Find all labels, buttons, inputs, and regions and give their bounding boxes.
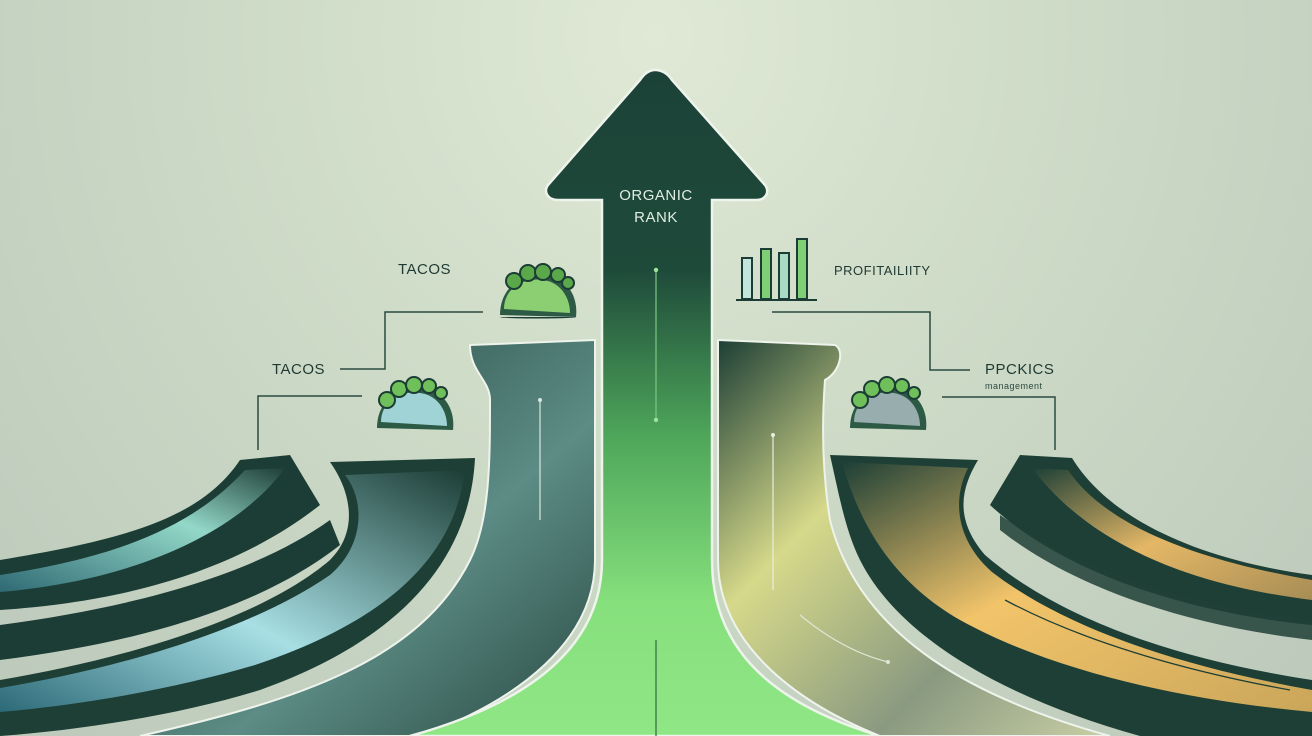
right-outer-ribbon (990, 455, 1312, 640)
arrow-label-line2: RANK (634, 209, 678, 226)
tacos-upper-label: TACOS (398, 261, 452, 278)
tacos-lower-label: TACOS (272, 361, 326, 378)
arrow-label-line1: ORGANIC (619, 187, 693, 204)
left-outer-ribbon (0, 455, 340, 660)
ppc-sublabel: management (985, 381, 1043, 391)
ppc-label: PPCKICS (985, 361, 1055, 378)
right-middle-ribbon (830, 455, 1312, 736)
organic-rank-arrow (409, 68, 881, 736)
connector-lines (257, 311, 1056, 450)
taco-icon (500, 263, 577, 319)
profitability-label: PROFITAILIITY (834, 263, 931, 278)
bar-chart-icon (736, 238, 817, 301)
taco-icon (377, 376, 454, 430)
left-inner-ribbon (139, 338, 596, 736)
taco-icon (850, 376, 927, 430)
right-inner-ribbon (717, 338, 1111, 736)
